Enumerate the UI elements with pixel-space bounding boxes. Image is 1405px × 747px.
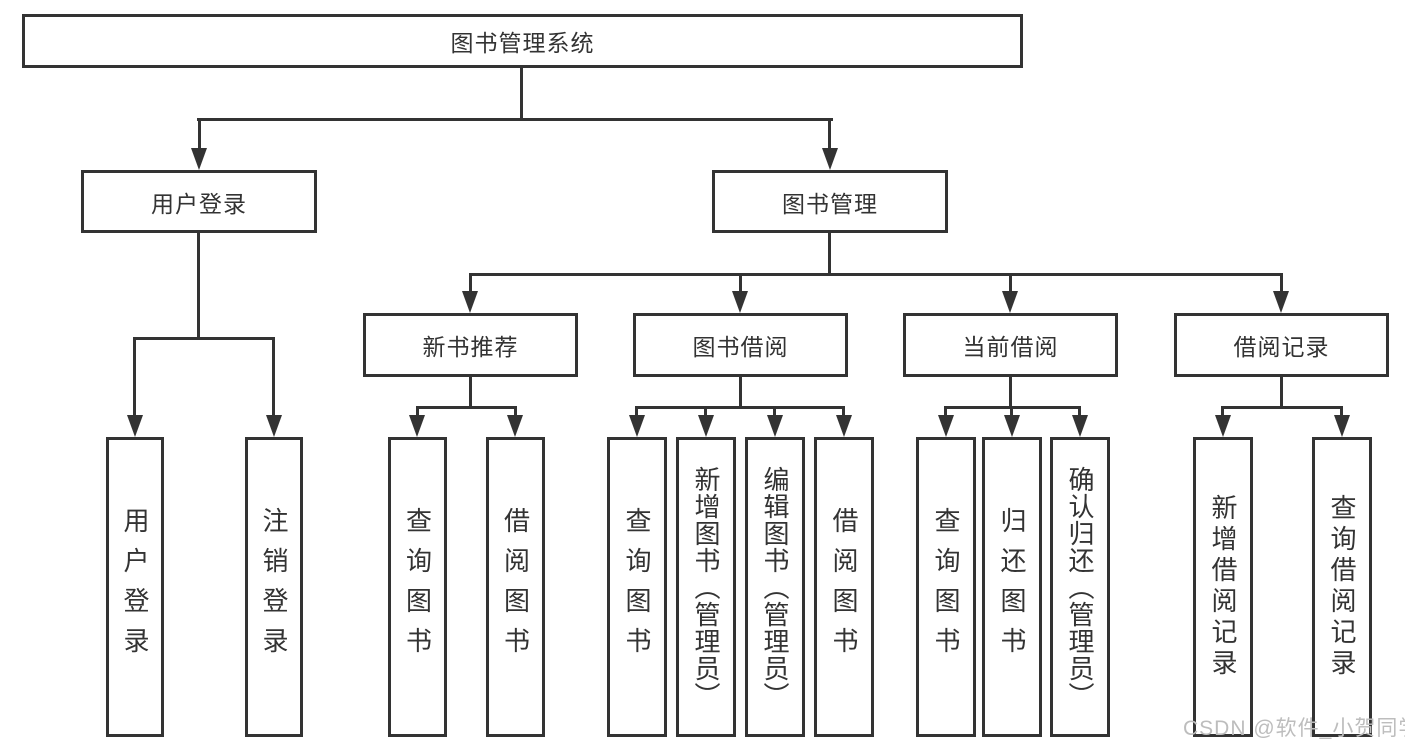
arrowhead-down-icon xyxy=(836,415,852,437)
arrowhead-down-icon xyxy=(1334,415,1350,437)
leaf-query-book-borrow: 查询图书 xyxy=(607,437,667,737)
arrowhead-down-icon xyxy=(1004,415,1020,437)
node-borrow-records: 借阅记录 xyxy=(1174,313,1389,377)
connector-line xyxy=(1078,406,1081,417)
connector-line xyxy=(635,406,845,409)
connector-line xyxy=(828,233,831,275)
arrowhead-down-icon xyxy=(266,415,282,437)
leaf-return-book-label: 归还图书 xyxy=(997,507,1027,667)
leaf-add-borrow-record: 新增借阅记录 xyxy=(1193,437,1253,737)
connector-line xyxy=(828,118,831,151)
connector-line xyxy=(1221,406,1343,409)
arrowhead-down-icon xyxy=(698,415,714,437)
node-root-label: 图书管理系统 xyxy=(450,30,595,56)
connector-line xyxy=(944,406,947,417)
connector-line xyxy=(197,233,200,337)
arrowhead-down-icon xyxy=(1215,415,1231,437)
node-new-book-recommend: 新书推荐 xyxy=(363,313,578,377)
arrowhead-down-icon xyxy=(507,415,523,437)
leaf-query-book-borrow-label: 查询图书 xyxy=(622,507,652,667)
leaf-add-book-admin-label: 新增图书（管理员） xyxy=(691,465,721,709)
connector-line xyxy=(416,406,517,409)
leaf-return-book: 归还图书 xyxy=(982,437,1042,737)
connector-line xyxy=(1221,406,1224,417)
node-book-borrow-label: 图书借阅 xyxy=(692,334,789,360)
connector-line xyxy=(773,406,776,417)
connector-line xyxy=(1280,377,1283,406)
connector-line xyxy=(416,406,419,417)
connector-line xyxy=(1009,273,1012,293)
connector-line xyxy=(514,406,517,417)
connector-line xyxy=(520,68,523,118)
connector-line xyxy=(1009,377,1012,406)
leaf-logout-login-label: 注销登录 xyxy=(259,507,289,667)
leaf-user-login-label: 用户登录 xyxy=(120,507,150,667)
leaf-borrow-book-recommend: 借阅图书 xyxy=(486,437,545,737)
leaf-user-login: 用户登录 xyxy=(106,437,164,737)
arrowhead-down-icon xyxy=(629,415,645,437)
arrowhead-down-icon xyxy=(1273,291,1289,313)
connector-line xyxy=(272,337,275,417)
node-current-borrow: 当前借阅 xyxy=(903,313,1118,377)
leaf-edit-book-admin: 编辑图书（管理员） xyxy=(745,437,805,737)
leaf-query-book-current-label: 查询图书 xyxy=(931,507,961,667)
leaf-logout-login: 注销登录 xyxy=(245,437,303,737)
leaf-confirm-return-admin-label: 确认归还（管理员） xyxy=(1065,465,1095,709)
arrowhead-down-icon xyxy=(462,291,478,313)
connector-line xyxy=(1280,273,1283,293)
connector-line xyxy=(1340,406,1343,417)
leaf-confirm-return-admin: 确认归还（管理员） xyxy=(1050,437,1110,737)
arrowhead-down-icon xyxy=(767,415,783,437)
leaf-query-borrow-record: 查询借阅记录 xyxy=(1312,437,1372,737)
leaf-borrow-book-label: 借阅图书 xyxy=(829,507,859,667)
connector-line xyxy=(704,406,707,417)
arrowhead-down-icon xyxy=(409,415,425,437)
leaf-query-book-current: 查询图书 xyxy=(916,437,976,737)
connector-line xyxy=(635,406,638,417)
node-book-management-label: 图书管理 xyxy=(782,190,878,217)
connector-line xyxy=(133,337,275,340)
leaf-borrow-book: 借阅图书 xyxy=(814,437,874,737)
node-user-login: 用户登录 xyxy=(81,170,317,233)
leaf-query-book-recommend-label: 查询图书 xyxy=(402,507,433,667)
connector-line xyxy=(1010,406,1013,417)
node-root: 图书管理系统 xyxy=(22,14,1023,68)
connector-line xyxy=(469,377,472,406)
node-new-book-recommend-label: 新书推荐 xyxy=(422,334,519,360)
arrowhead-down-icon xyxy=(127,415,143,437)
node-book-management: 图书管理 xyxy=(712,170,948,233)
leaf-add-book-admin: 新增图书（管理员） xyxy=(676,437,736,737)
arrowhead-down-icon xyxy=(938,415,954,437)
node-current-borrow-label: 当前借阅 xyxy=(962,334,1059,360)
node-user-login-label: 用户登录 xyxy=(151,190,247,217)
leaf-query-book-recommend: 查询图书 xyxy=(388,437,447,737)
connector-line xyxy=(469,273,1282,276)
arrowhead-down-icon xyxy=(1002,291,1018,313)
connector-line xyxy=(739,273,742,293)
node-book-borrow: 图书借阅 xyxy=(633,313,848,377)
arrowhead-down-icon xyxy=(1072,415,1088,437)
leaf-edit-book-admin-label: 编辑图书（管理员） xyxy=(760,465,790,709)
connector-line xyxy=(133,337,136,417)
connector-line xyxy=(197,118,833,121)
leaf-query-borrow-record-label: 查询借阅记录 xyxy=(1327,494,1357,680)
arrowhead-down-icon xyxy=(822,148,838,170)
leaf-borrow-book-recommend-label: 借阅图书 xyxy=(500,507,531,667)
connector-line xyxy=(739,377,742,406)
csdn-watermark: CSDN @软件_小贺同学 xyxy=(1183,717,1405,740)
arrowhead-down-icon xyxy=(191,148,207,170)
connector-line xyxy=(469,273,472,293)
leaf-add-borrow-record-label: 新增借阅记录 xyxy=(1208,494,1238,680)
arrowhead-down-icon xyxy=(732,291,748,313)
node-borrow-records-label: 借阅记录 xyxy=(1233,334,1330,360)
connector-line xyxy=(842,406,845,417)
connector-line xyxy=(198,118,201,151)
